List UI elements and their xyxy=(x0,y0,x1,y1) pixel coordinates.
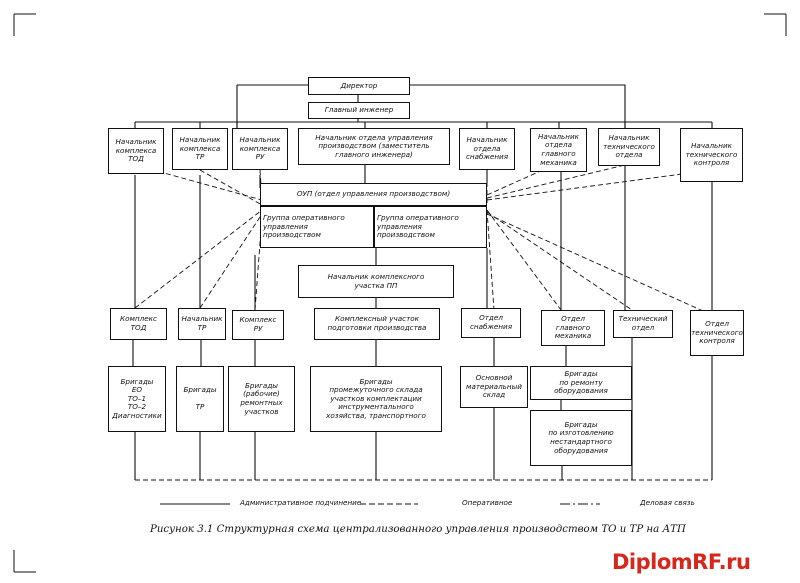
head-supply-box: Начальник отдела снабжения xyxy=(459,128,515,170)
brigades-nonstandard-box: Бригады по изготовлению нестандартного о… xyxy=(530,410,632,466)
head-tech-control-box: Начальник технического контроля xyxy=(680,128,743,182)
complex-tod-box: Комплекс ТОД xyxy=(110,308,167,340)
head-ru-box: Начальник комплекса РУ xyxy=(232,128,288,170)
watermark-logo: DiplomRF.ru xyxy=(612,550,751,574)
head-tod-box: Начальник комплекса ТОД xyxy=(108,128,164,174)
connector-dashed-lines xyxy=(134,159,713,481)
group-right-box: Группа оперативного управления производс… xyxy=(374,206,487,248)
brigades-warehouse-box: Бригады промежуточного склада участков к… xyxy=(310,366,442,432)
tech-control-dept-box: Отдел технического контроля xyxy=(690,310,744,356)
head-chief-mech-box: Начальник отдела главного механика xyxy=(530,128,587,172)
oup-box: ОУП (отдел управления производством) xyxy=(260,183,487,206)
chief-engineer-box: Главный инженер xyxy=(308,102,410,119)
legend-functional-label: Деловая связь xyxy=(640,498,695,507)
supply-dept-box: Отдел снабжения xyxy=(461,308,521,338)
prep-area-box: Комплексный участок подготовки производс… xyxy=(314,308,440,340)
watermark-suffix: .ru xyxy=(718,550,751,574)
head-tech-dept-box: Начальник технического отдела xyxy=(598,128,660,166)
brigades-equipment-repair-box: Бригады по ремонту оборудования xyxy=(530,366,632,400)
head-tr-low-box: Начальник ТР xyxy=(178,308,226,340)
watermark-brand: Diplom xyxy=(612,550,693,574)
brigades-repair-box: Бригады (рабочие) ремонтных участков xyxy=(228,366,295,432)
figure-caption: Рисунок 3.1 Структурная схема централизо… xyxy=(150,524,686,535)
group-left-box: Группа оперативного управления производс… xyxy=(260,206,374,248)
tech-dept-box: Технический отдел xyxy=(613,310,673,338)
legend-admin-label: Административное подчинение xyxy=(240,498,362,507)
watermark-accent: RF xyxy=(692,550,719,574)
legend-oper-label: Оперативное xyxy=(462,498,513,507)
main-warehouse-box: Основной материальный склад xyxy=(460,366,528,408)
complex-ru-box: Комплекс РУ xyxy=(232,310,284,340)
connector-solid-lines xyxy=(132,84,713,480)
chief-mech-dept-box: Отдел главного механика xyxy=(541,310,605,346)
head-oup-box: Начальник отдела управления производство… xyxy=(298,128,450,165)
director-box: Директор xyxy=(308,77,410,95)
head-tr-box: Начальник комплекса ТР xyxy=(172,128,228,170)
head-pp-box: Начальник комплексного участка ПП xyxy=(298,265,454,298)
brigades-to-box: Бригады ЕО ТО–1 ТО–2 Диагностики xyxy=(108,366,166,432)
page-frame xyxy=(13,13,787,573)
brigades-tr-box: Бригады ТР xyxy=(176,366,224,432)
